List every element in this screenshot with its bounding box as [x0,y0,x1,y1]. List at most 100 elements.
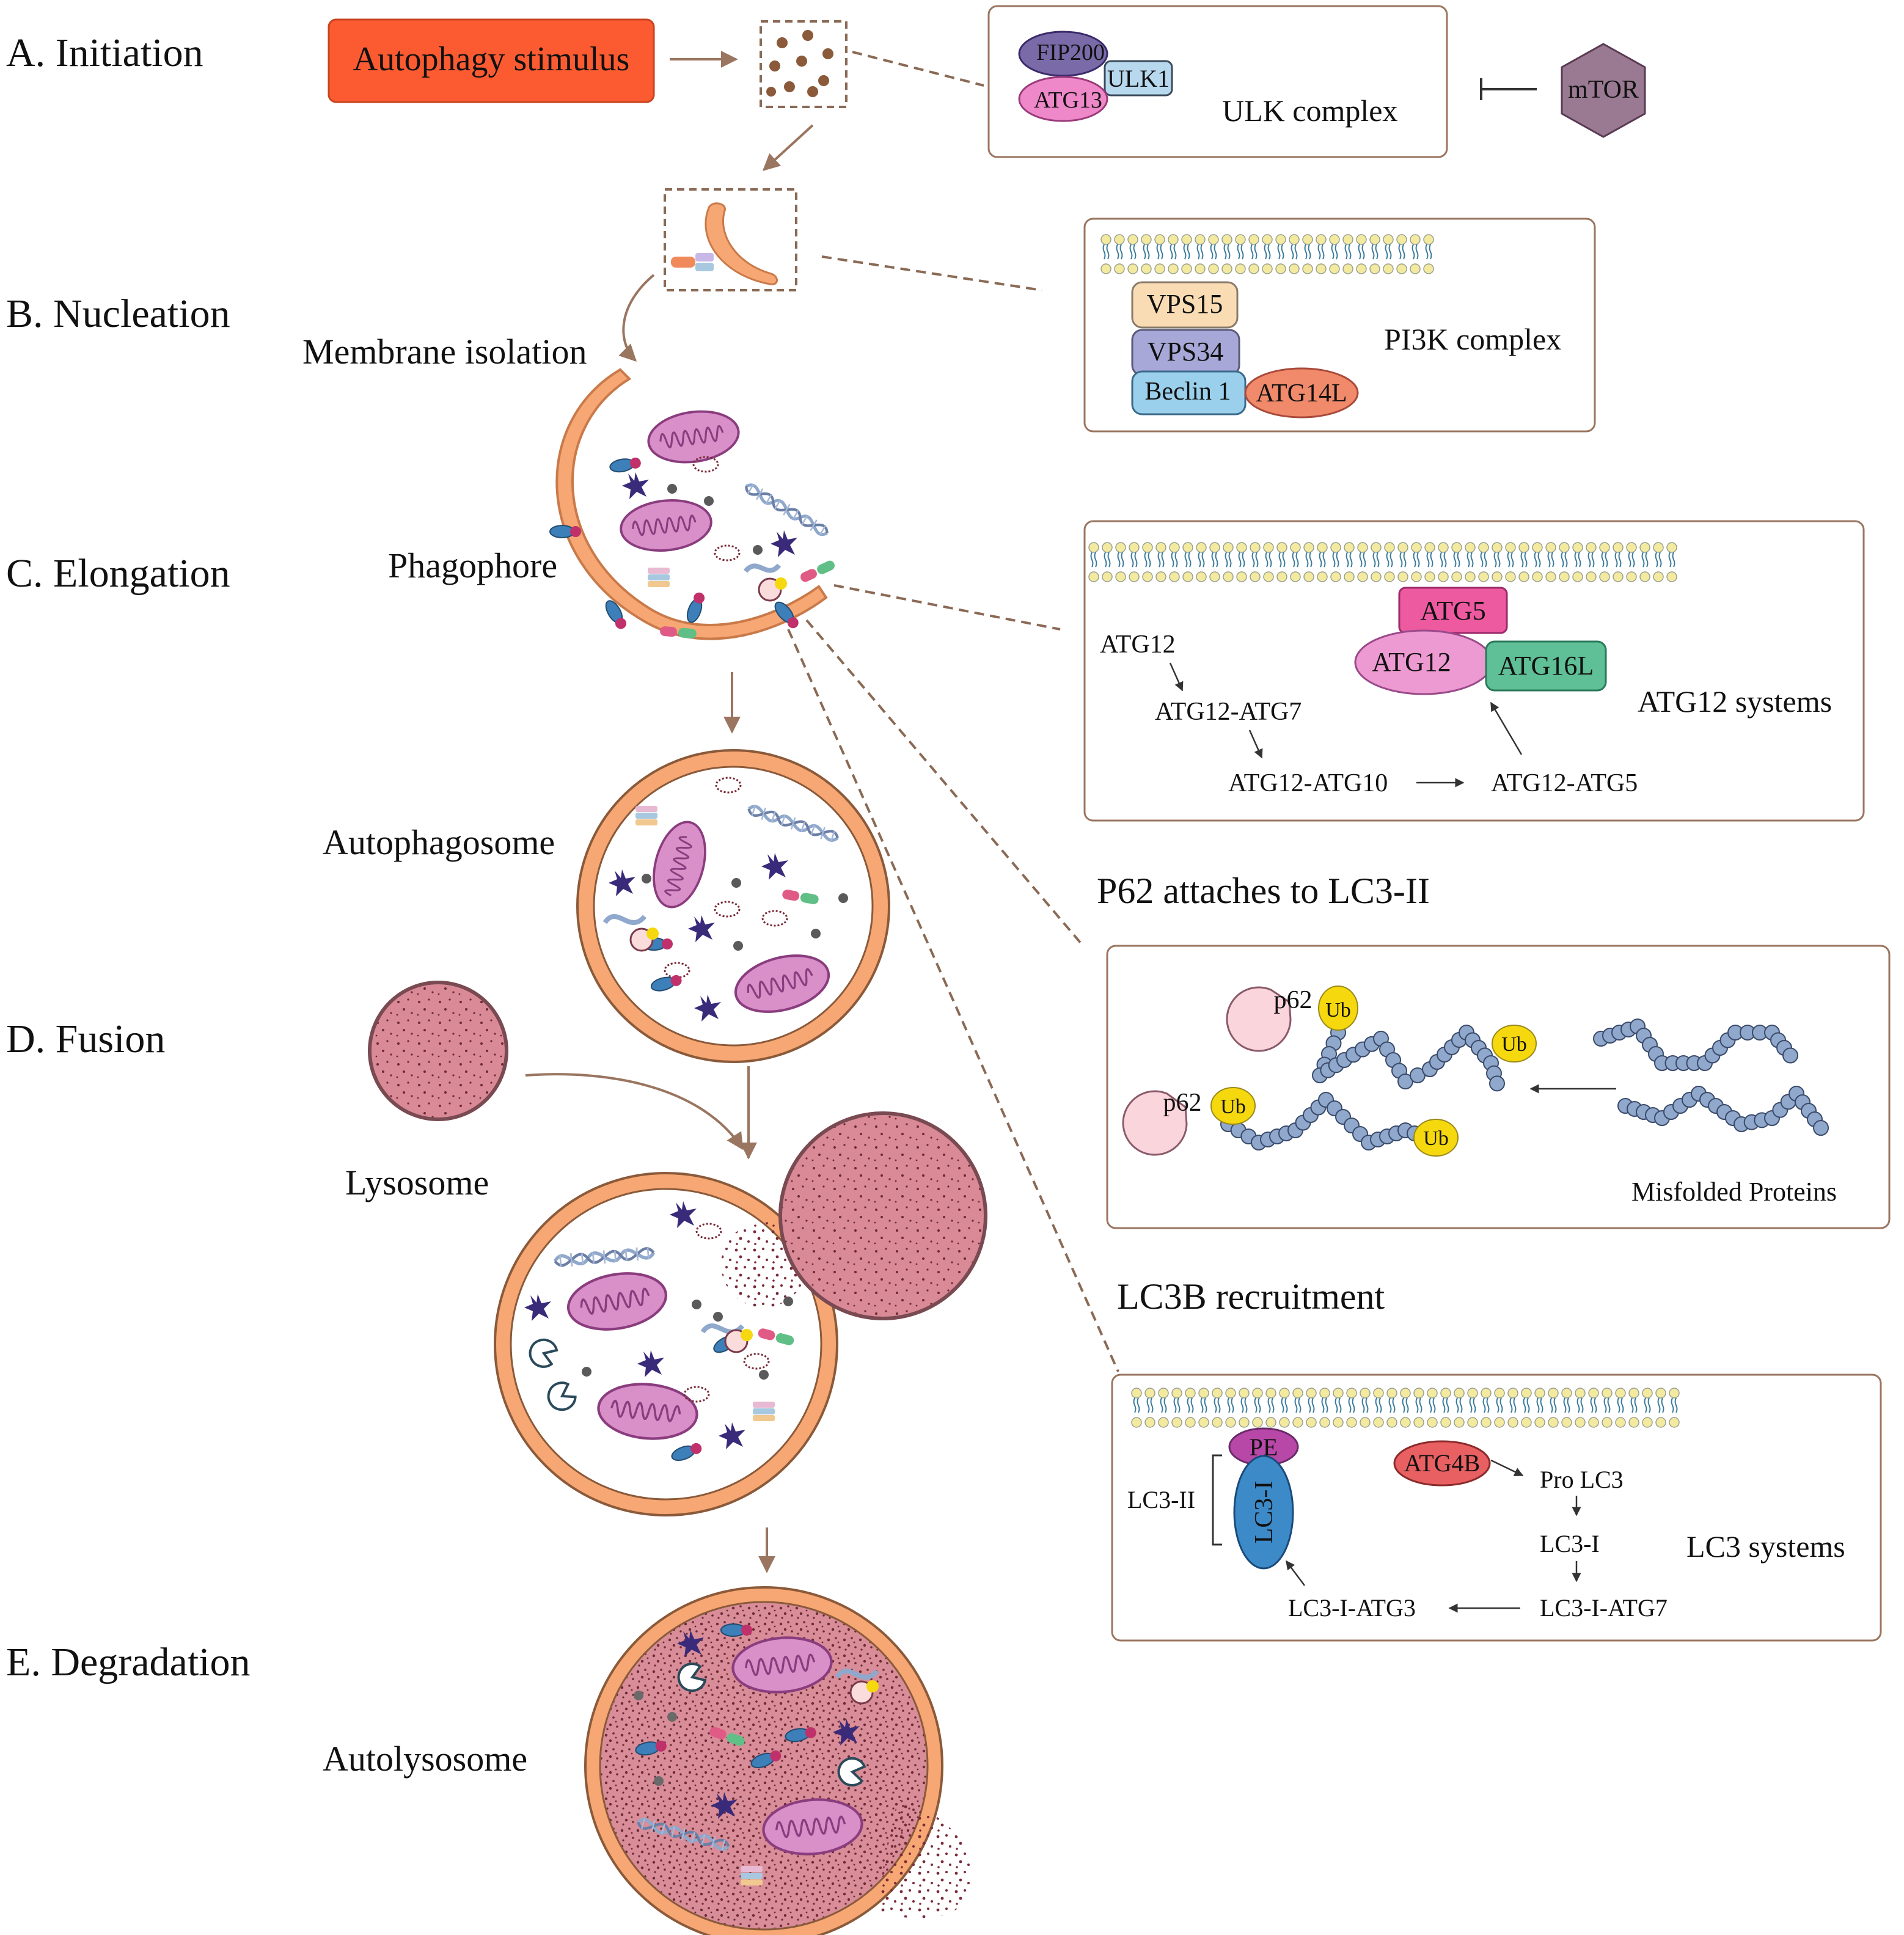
atg14l-ellipse [1244,367,1359,419]
ub-4-label: Ub [1423,1127,1449,1150]
p62-top-label: p62 [1274,986,1313,1014]
lc3-systems-box [1111,1374,1882,1642]
particles-box [760,20,848,108]
ub-1 [1318,986,1358,1031]
autolysosome-protein-6 [741,1866,763,1886]
stage-initiation-label: A. Initiation [6,31,203,75]
lc3-systems-title: LC3 systems [1686,1529,1845,1564]
phagophore-protein-1 [608,455,643,475]
ub-4 [1413,1119,1459,1157]
phagophore-membrane [555,368,828,640]
membrane-isolation-label: Membrane isolation [302,332,587,371]
pi3k-zoom-dashed-line [821,255,1042,291]
lc3-section-heading: LC3B recruitment [1117,1276,1385,1317]
p62-top-pacman [1226,986,1292,1052]
misfolded-proteins-label: Misfolded Proteins [1631,1177,1837,1207]
atg14l-label: ATG14L [1256,379,1347,408]
initiation-to-nucleation-arrow [762,124,814,171]
beclin1-label: Beclin 1 [1144,378,1231,406]
pro-lc3-label: Pro LC3 [1540,1466,1624,1493]
phagophore-mitochondrion-2 [617,494,715,557]
vps34-label: VPS34 [1148,337,1224,367]
phagophore-protein-2 [549,525,582,538]
autolysosome-p62-complex [835,1669,879,1705]
phagophore-vesicle-2 [714,544,741,561]
autolysosome-protein-1 [720,1623,753,1637]
p62-bottom-label: p62 [1163,1089,1202,1117]
phagophore-protein-4 [684,590,708,625]
phagophore-p62-complex [743,563,787,602]
ub-3-label: Ub [1220,1096,1246,1118]
ulk-zoom-dashed-line [852,51,984,87]
lysosome-small [368,981,508,1121]
lc3i-vertical-ellipse [1233,1455,1294,1570]
atg12-step-arrow-4 [1490,701,1523,755]
lc3ii-bracket [1212,1454,1222,1546]
fusion-dots [582,1297,793,1380]
autophagy-stimulus-box [328,18,655,103]
protein-bead [1782,1047,1798,1064]
atg16l-label: ATG16L [1498,651,1594,681]
phagophore-star-1 [622,472,649,499]
atg12-step-3: ATG12-ATG10 [1228,769,1388,797]
phagophore-dna [743,481,830,538]
ulk1-label: ULK1 [1107,65,1170,92]
ulk-complex-title: ULK complex [1222,93,1397,128]
phagophore-protein-8 [648,568,670,587]
autophagy-stimulus-label: Autophagy stimulus [353,40,630,78]
lc3i-label: LC3-I [1540,1530,1600,1557]
atg16l-box [1485,640,1607,692]
particles [766,30,833,97]
p62-section-heading: P62 attaches to LC3-II [1097,871,1430,911]
p62-bottom-pacman [1122,1090,1188,1156]
vps15-box [1131,281,1239,329]
fip200-label: FIP200 [1036,40,1105,65]
lc3i-atg3-label: LC3-I-ATG3 [1288,1594,1416,1622]
atg3-to-lc3ii-arrow [1286,1560,1305,1586]
autolysosome-dots [634,1691,677,1786]
autophagosome-protein-1 [635,806,657,825]
phagophore-star-2 [771,530,797,557]
atg13-ellipse [1018,76,1108,122]
atg12-zoom-dashed-line [833,584,1061,631]
atg5-label: ATG5 [1420,596,1486,626]
fusion-protein-3 [753,1402,775,1421]
lc3ii-label: LC3-II [1127,1486,1195,1513]
fip200-ellipse [1018,31,1108,77]
lysosome-fusing [778,1111,987,1320]
atg4b-ellipse [1393,1440,1491,1487]
nucleation-to-isolation-arrow [618,274,655,362]
pi3k-complex-title: PI3K complex [1384,322,1561,356]
isolation-membrane-crescent [705,202,778,285]
stage-degradation-label: E. Degradation [6,1640,251,1684]
degradation-release-speckles [880,1799,972,1919]
mtor-label: mTOR [1568,76,1639,104]
protein-bead [1489,1075,1505,1092]
ub-3 [1210,1087,1256,1125]
atg12-systems-title: ATG12 systems [1638,684,1832,719]
stage-elongation-label: C. Elongation [6,551,230,596]
lc3-zoom-dashed-line [787,629,1119,1372]
stage-fusion-label: D. Fusion [6,1017,165,1061]
atg4b-label: ATG4B [1404,1449,1480,1477]
autophagosome-p62-complex [602,914,659,952]
p62-zoom-dashed-line [805,619,1083,945]
atg12-step-arrow-1 [1169,662,1184,692]
autophagosome-label: Autophagosome [323,822,555,862]
lysosome-to-fusion-arrow [525,1073,744,1150]
mtor-hexagon [1561,43,1646,138]
atg13-label: ATG13 [1034,87,1102,113]
vps15-label: VPS15 [1147,289,1223,319]
ub-1-label: Ub [1325,999,1351,1022]
phagophore-mitochondrion-1 [644,404,743,469]
atg4b-to-prolc3-arrow [1490,1459,1524,1477]
lc3i-atg7-label: LC3-I-ATG7 [1540,1594,1668,1622]
nucleation-box [664,188,797,291]
atg12-step-4: ATG12-ATG5 [1491,769,1638,797]
phagophore-dots [667,484,763,555]
stage-nucleation-label: B. Nucleation [6,291,230,336]
fusion-p62-complex [700,1323,753,1353]
ulk1-box [1104,60,1173,97]
lysosome-label: Lysosome [345,1163,489,1202]
